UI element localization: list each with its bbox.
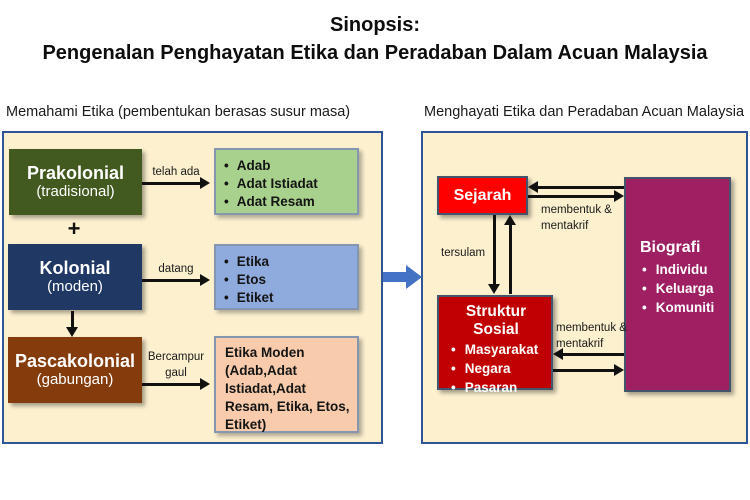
kolonial-subtitle: (moden) — [47, 278, 103, 296]
biografi-title: Biografi — [640, 239, 701, 256]
struktur-sosial-box: Struktur Sosial Masyarakat Negara Pasara… — [437, 295, 553, 395]
sejarah-to-biografi-arrow-icon — [528, 195, 614, 198]
datang-label: datang — [158, 263, 194, 275]
telah-ada-label: telah ada — [152, 166, 200, 178]
etika-item: Etika — [224, 253, 353, 271]
right-section-header: Menghayati Etika dan Peradaban Acuan Mal… — [424, 104, 745, 120]
kolonial-title: Kolonial — [39, 257, 111, 278]
kolonial-box: Kolonial (moden) — [8, 244, 142, 310]
biografi-to-sejarah-arrow-icon — [538, 186, 624, 189]
biografi-to-struktur-arrow-icon — [563, 353, 624, 356]
sejarah-box: Sejarah — [437, 176, 528, 215]
pascakolonial-box: Pascakolonial (gabungan) — [8, 337, 142, 403]
etika-list-box: Etika Etos Etiket — [214, 244, 359, 310]
biografi-box: Biografi Individu Keluarga Komuniti — [624, 177, 731, 392]
sejarah-title: Sejarah — [453, 186, 512, 204]
prakolonial-box: Prakolonial (tradisional) — [9, 149, 142, 215]
telah-ada-arrow-icon — [142, 182, 200, 185]
pascakolonial-subtitle: (gabungan) — [36, 371, 114, 389]
biografi-item: Komuniti — [642, 299, 729, 318]
title-line-1: Sinopsis: — [329, 14, 420, 36]
prakolonial-title: Prakolonial — [26, 162, 125, 183]
struktur-to-sejarah-arrow-icon — [509, 225, 512, 294]
prakolonial-subtitle: (tradisional) — [36, 183, 115, 201]
etika-moden-box: Etika Moden (Adab,Adat Istiadat,Adat Res… — [214, 336, 359, 433]
struktur-sosial-title: Struktur Sosial — [465, 303, 527, 338]
membentuk-mentakrif-bottom-label: membentuk & mentakrif — [556, 322, 627, 351]
pascakolonial-title: Pascakolonial — [14, 350, 136, 371]
struktur-item: Pasaran — [451, 379, 547, 398]
adat-item: Adab — [224, 157, 353, 175]
etika-item: Etos — [224, 271, 353, 289]
plus-sign: + — [67, 216, 81, 241]
title-line-2: Pengenalan Penghayatan Etika dan Peradab… — [42, 42, 708, 64]
etika-item: Etiket — [224, 289, 353, 307]
slide-title: Sinopsis: Pengenalan Penghayatan Etika d… — [0, 14, 750, 65]
biografi-item: Individu — [642, 261, 729, 280]
struktur-item: Negara — [451, 360, 547, 379]
datang-arrow-icon — [142, 279, 200, 282]
etika-moden-text: Etika Moden (Adab,Adat Istiadat,Adat Res… — [225, 345, 350, 432]
adat-item: Adat Resam — [224, 193, 353, 211]
biografi-item: Keluarga — [642, 280, 729, 299]
tersulam-label: tersulam — [441, 247, 486, 259]
left-section-header: Memahami Etika (pembentukan berasas susu… — [6, 104, 351, 120]
sejarah-to-struktur-arrow-icon — [493, 215, 496, 284]
adat-list-box: Adab Adat Istiadat Adat Resam — [214, 148, 359, 215]
struktur-to-biografi-arrow-icon — [553, 369, 614, 372]
adat-item: Adat Istiadat — [224, 175, 353, 193]
bercampur-gaul-label: Bercampur gaul — [147, 351, 205, 380]
flow-right-arrow-icon — [383, 272, 406, 282]
membentuk-mentakrif-top-label: membentuk & mentakrif — [541, 204, 612, 233]
bercampur-gaul-arrow-icon — [142, 383, 200, 386]
struktur-item: Masyarakat — [451, 341, 547, 360]
kolonial-to-pascakolonial-arrow-icon — [71, 311, 74, 327]
